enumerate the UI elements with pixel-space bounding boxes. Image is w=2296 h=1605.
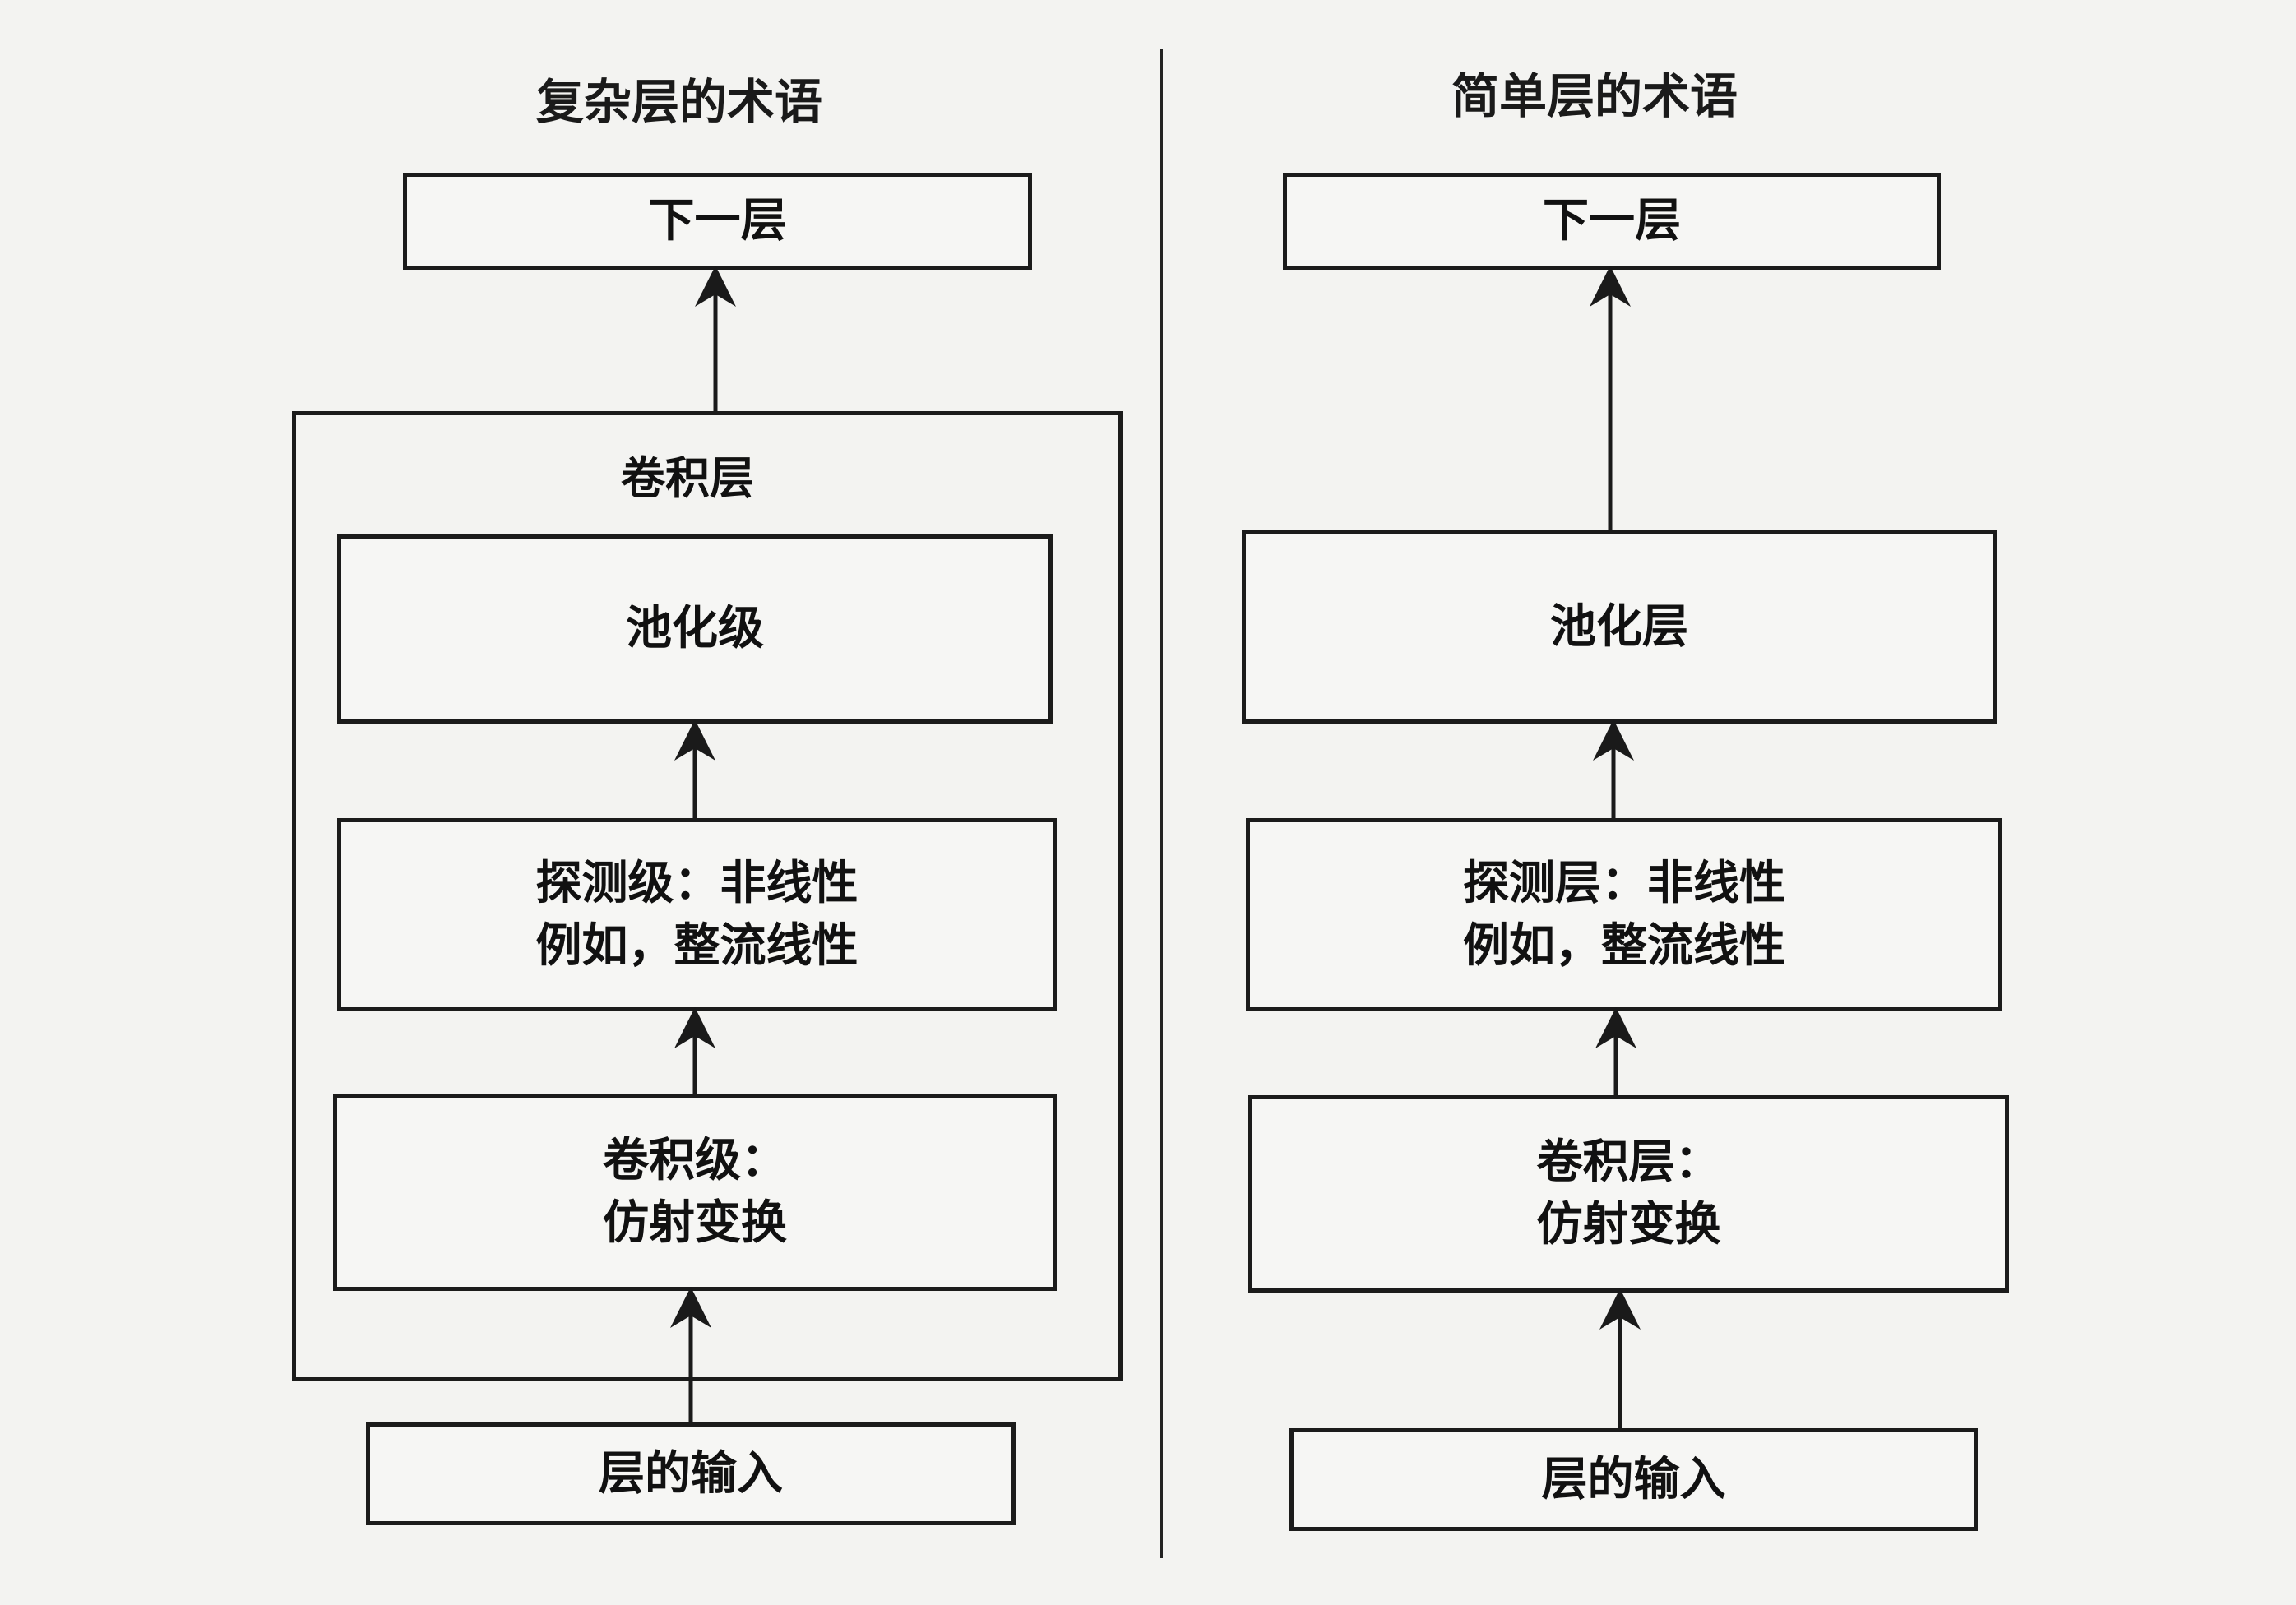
left-detector-label: 探测级：非线性 例如，整流线性 [535, 856, 859, 973]
right-detector-layer-box: 探测层：非线性 例如，整流线性 [1246, 818, 2002, 1011]
left-frame-label: 卷积层 [621, 452, 754, 504]
left-next-layer-box: 下一层 [403, 173, 1032, 270]
left-input-box: 层的输入 [366, 1422, 1016, 1525]
right-next-layer-box: 下一层 [1283, 173, 1941, 270]
left-convolution-label: 卷积级： 仿射变换 [603, 1134, 787, 1250]
left-pooling-label: 池化级 [626, 602, 764, 656]
right-convolution-label: 卷积层： 仿射变换 [1536, 1136, 1721, 1251]
right-input-label: 层的输入 [1541, 1452, 1726, 1506]
left-convolution-layer-frame [292, 411, 1123, 1381]
right-pooling-layer-box: 池化层 [1242, 530, 1997, 724]
right-next-layer-label: 下一层 [1543, 194, 1681, 248]
left-pooling-stage-box: 池化级 [337, 534, 1053, 724]
right-convolution-layer-box: 卷积层： 仿射变换 [1248, 1095, 2009, 1293]
left-title: 复杂层的术语 [536, 74, 823, 130]
right-title: 简单层的术语 [1451, 68, 1738, 124]
right-detector-label: 探测层：非线性 例如，整流线性 [1463, 856, 1785, 973]
left-convolution-stage-box: 卷积级： 仿射变换 [333, 1094, 1057, 1291]
left-detector-stage-box: 探测级：非线性 例如，整流线性 [337, 818, 1057, 1011]
right-pooling-label: 池化层 [1550, 599, 1688, 654]
right-input-box: 层的输入 [1289, 1428, 1978, 1531]
left-next-layer-label: 下一层 [648, 194, 787, 248]
left-input-label: 层的输入 [599, 1446, 783, 1501]
center-divider [1160, 49, 1163, 1558]
